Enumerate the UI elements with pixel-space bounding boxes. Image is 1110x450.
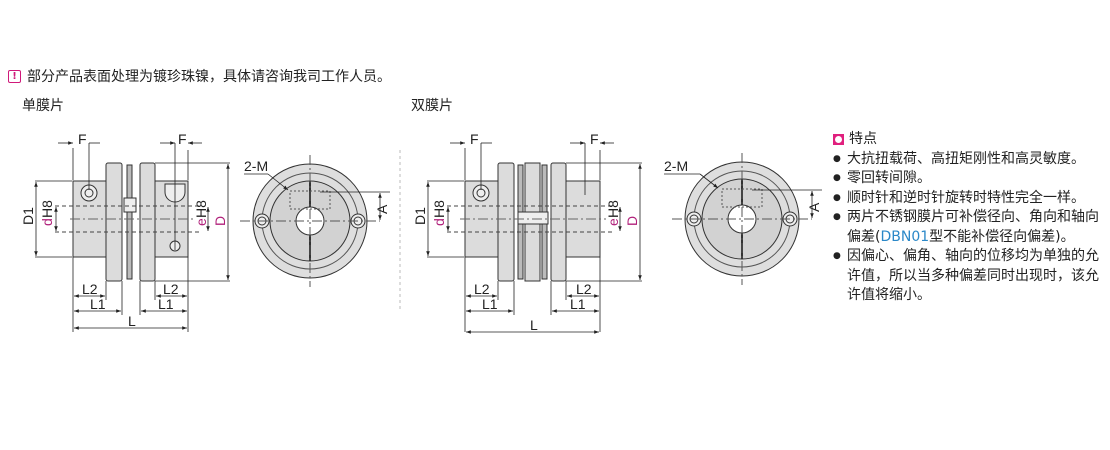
dim-d1: D1 [20,207,36,225]
dim-l1: L1 [570,296,586,312]
dim-d: d [39,218,55,226]
dim-d1: D1 [412,207,428,225]
dim-h8: H8 [605,200,621,218]
dim-f: F [78,131,87,147]
feature-item: 顺时针和逆时针旋转时特性完全一样。 [833,189,1107,209]
dim-big-d: D [212,216,228,226]
dim-e: e [605,218,621,226]
dim-l2: L2 [474,281,490,297]
dim-l1: L1 [158,296,174,312]
dim-l2: L2 [163,281,179,297]
dim-l: L [128,313,136,329]
feature-item: 零回转间隙。 [833,169,1107,189]
single-front-view [239,154,381,288]
feature-item: 两片不锈钢膜片可补偿径向、角向和轴向偏差(DBN01型不能补偿径向偏差)。 [833,208,1107,247]
dim-l1: L1 [90,296,106,312]
dim-2m: 2-M [244,158,268,174]
dim-a: A [806,202,822,212]
note-text: 部分产品表面处理为镀珍珠镍，具体请咨询我司工作人员。 [27,69,391,85]
note: ! 部分产品表面处理为镀珍珠镍，具体请咨询我司工作人员。 [8,66,391,86]
exclamation-icon: ! [8,69,21,83]
dim-f: F [470,131,479,147]
feature-item: 大抗扭载荷、高扭矩刚性和高灵敏度。 [833,150,1107,170]
dim-f: F [590,131,599,147]
dim-d: d [431,218,447,226]
dim-l: L [530,317,538,333]
dim-a: A [374,204,390,214]
dim-l1: L1 [482,296,498,312]
single-title: 单膜片 [22,98,64,114]
double-side-view [447,162,612,282]
dim-h8: H8 [39,200,55,218]
feature-item: 因偏心、偏角、轴向的位移均为单独的允许值，所以当多种偏差同时出现时，该允许值将缩… [833,247,1099,306]
dim-big-d: D [624,216,640,226]
circle-icon [833,134,844,146]
dim-l2: L2 [576,281,592,297]
dim-l2: L2 [82,281,98,297]
dim-e: e [193,218,209,226]
features-title: 特点 [849,131,877,147]
double-title: 双膜片 [411,98,453,114]
dim-2m: 2-M [664,158,688,174]
dim-f: F [178,131,187,147]
feature-text: 型不能补偿径向偏差)。 [929,228,1075,245]
dim-h8: H8 [193,200,209,218]
single-dimensions [34,141,230,332]
model-code: DBN01 [880,228,930,245]
features: 特点 大抗扭载荷、高扭矩刚性和高灵敏度。 零回转间隙。 顺时针和逆时针旋转时特性… [833,130,1107,306]
dim-h8: H8 [431,200,447,218]
feature-text: 两片不锈钢膜片可补偿径向、角向和轴向偏差( [847,209,1099,245]
double-front-view [671,152,813,286]
single-side-view [55,162,200,282]
